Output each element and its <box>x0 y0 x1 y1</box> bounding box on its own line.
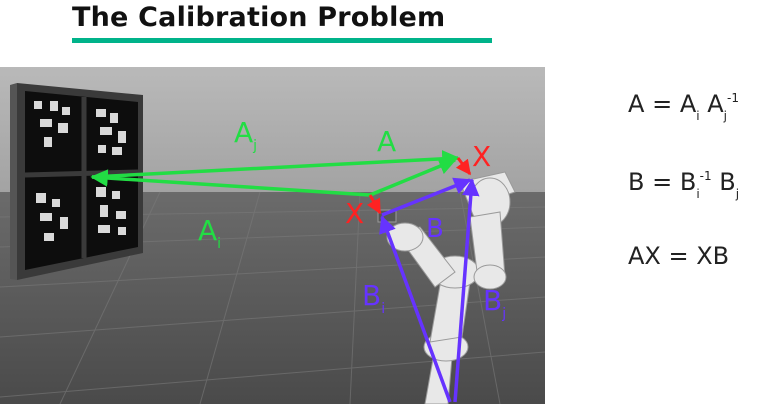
label-A: A <box>377 125 396 158</box>
label-A-j: Aj <box>234 116 257 154</box>
slide-title: The Calibration Problem <box>72 2 446 33</box>
arrow-B-i <box>379 215 452 403</box>
blue-arrows <box>379 177 480 403</box>
equation-A: A = Ai Aj-1 <box>628 90 739 123</box>
equation-B: B = Bi-1 Bj <box>628 168 740 201</box>
equations-panel: A = Ai Aj-1 B = Bi-1 Bj AX = XB <box>628 80 767 320</box>
label-X-left: X <box>345 197 364 230</box>
arrow-A-i <box>90 169 371 197</box>
label-B-i: Bi <box>362 279 385 317</box>
calibration-scene: Aj A X X Ai B Bi Bj <box>0 67 545 404</box>
red-x-arrows <box>366 157 472 215</box>
label-X-top: X <box>472 140 491 173</box>
equation-AX-XB: AX = XB <box>628 242 730 270</box>
arrow-B <box>381 177 472 217</box>
label-B: B <box>426 214 444 244</box>
arrow-A-j <box>91 150 460 179</box>
aruco-marker-board <box>10 83 143 280</box>
label-B-j: Bj <box>483 284 506 322</box>
arrow-X-left <box>366 194 382 215</box>
green-arrows <box>90 150 460 197</box>
arrow-X-right <box>455 157 472 176</box>
arrow-A <box>369 157 457 197</box>
arrow-B-j <box>453 178 480 403</box>
label-A-i: Ai <box>198 214 221 252</box>
title-underline <box>72 38 492 43</box>
